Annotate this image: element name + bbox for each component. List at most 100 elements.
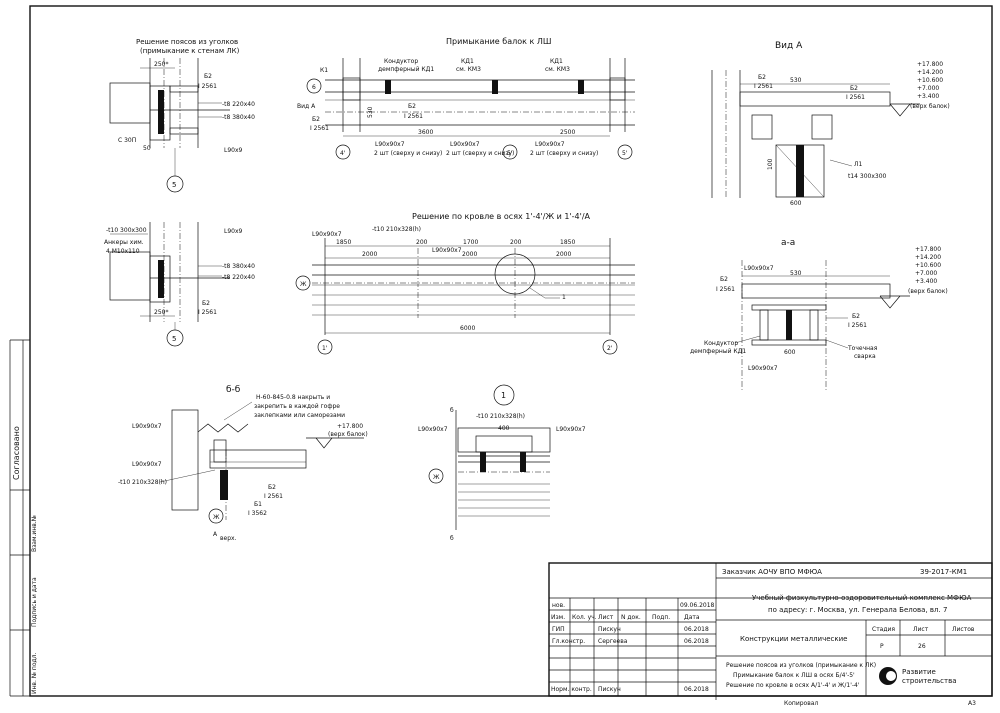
axis-marker-5b xyxy=(166,329,184,347)
beam-top-va: (верх балок) xyxy=(910,103,950,110)
lvl-aa-4: +3.400 xyxy=(915,278,937,285)
t10-300-b: -t10 300x300 xyxy=(106,227,147,234)
beam-top-bb: (верх балок) xyxy=(328,431,368,438)
dim-2500: 2500 xyxy=(560,129,575,136)
col-date: Дата xyxy=(684,614,700,621)
detail-roof: Решение по кровле в осях 1'-4'/Ж и 1'-4'… xyxy=(295,212,635,355)
t14-label: t14 300x300 xyxy=(848,173,887,180)
b2-view-a2: Б2 xyxy=(850,85,858,92)
b-mark-bot: б xyxy=(450,535,454,542)
l90-roof-b: L90x90x7 xyxy=(432,247,462,254)
section-name: Конструкции металлические xyxy=(740,635,848,643)
b2-aa2: Б2 xyxy=(852,313,860,320)
axis-a-bb: А xyxy=(213,531,218,538)
row-nk-date: 06.2018 xyxy=(684,686,709,693)
vert-bb: верх. xyxy=(220,535,237,542)
doc-code-text: 39-2017-КМ1 xyxy=(920,568,967,576)
row-gip-role: ГИП xyxy=(552,626,565,633)
dim-50-a: 50 xyxy=(143,145,151,152)
i2561-aa: Ι 2561 xyxy=(716,286,735,293)
spot-weld-2: сварка xyxy=(854,353,876,360)
conductor-1a: Кондуктор xyxy=(384,58,418,65)
dim-1700: 1700 xyxy=(463,239,478,246)
col-izm: Изм. xyxy=(551,614,565,621)
anchors-1: Анкеры хим. xyxy=(104,239,144,246)
l90-bb-a: L90x90x7 xyxy=(132,423,162,430)
b2-label-b: Б2 xyxy=(202,300,210,307)
lvl-aa-0: +17.800 xyxy=(915,246,941,253)
i2561-aa2: Ι 2561 xyxy=(848,322,867,329)
title-block: Заказчик АОЧУ ВПО МФЮА 39-2017-КМ1 Учебн… xyxy=(548,562,993,707)
lvl-va-4: +3.400 xyxy=(917,93,939,100)
sheet-frame xyxy=(29,5,993,697)
b2-bb: Б2 xyxy=(268,484,276,491)
kd1-ref-a: см. КМ3 xyxy=(456,66,481,73)
axis-5pp-label: 5' xyxy=(622,150,628,157)
axis-marker-zh-bb xyxy=(208,508,224,524)
dim-1850-a: 1850 xyxy=(336,239,351,246)
axis-zh-bb-label: Ж xyxy=(213,514,220,521)
axis-zh-label: Ж xyxy=(300,281,307,288)
axis-4p-label: 4' xyxy=(340,150,346,157)
row-nk-name: Пискун xyxy=(598,686,621,693)
spot-weld-1: Точечная xyxy=(847,345,878,352)
view-a-short: Вид А xyxy=(297,103,316,110)
dim-6000: 6000 xyxy=(460,325,475,332)
lvl-aa-2: +10.600 xyxy=(915,262,941,269)
view-a-title: Вид А xyxy=(775,41,803,51)
l90-aa-bot: L90x90x7 xyxy=(748,365,778,372)
axis-6-label: 6 xyxy=(312,84,316,91)
axis-5a-label: 5 xyxy=(172,181,176,189)
deck-note-1: Н-60-845-0.8 накрыть и xyxy=(256,394,330,401)
axis-marker-5p xyxy=(502,144,518,160)
b2-label-c: Б2 xyxy=(408,103,416,110)
dim-600-aa: 600 xyxy=(784,349,796,356)
conductor-2b: демпферный КД1 xyxy=(690,348,746,355)
col-ndok: N док. xyxy=(621,614,641,621)
axis-5b-label: 5 xyxy=(172,335,176,343)
kd1-label-b: КД1 xyxy=(550,58,563,65)
dim-2000-a: 2000 xyxy=(362,251,377,258)
stage-header: Стадия xyxy=(872,626,895,633)
row-gk-role: Гл.констр. xyxy=(552,638,585,645)
detail-section-aa: а-а 530 L90x90x7 Б2 Ι 2561 Б2 Ι 2561 Кон… xyxy=(690,238,948,390)
k1-label: К1 xyxy=(320,67,328,74)
two-pcs-c: 2 шт (сверху и снизу) xyxy=(530,150,598,157)
axis-marker-1p xyxy=(317,339,333,355)
l90-c: L90x90x7 xyxy=(535,141,565,148)
conductor-2a: демпферный КД1 xyxy=(378,66,434,73)
customer-text: Заказчик АОЧУ ВПО МФЮА xyxy=(722,568,822,576)
stage-value: Р xyxy=(880,643,884,650)
axis-marker-zh xyxy=(295,275,311,291)
anchors-2: 4 М10x110 xyxy=(106,248,140,255)
axis-zh-node-label: Ж xyxy=(433,474,440,481)
project-line-2: по адресу: г. Москва, ул. Генерала Белов… xyxy=(768,606,947,614)
dim-2000-b: 2000 xyxy=(462,251,477,258)
plate380-a: -t8 380x40 xyxy=(222,114,255,121)
i2561-label-b: Ι 2561 xyxy=(198,309,217,316)
b-mark-top: б xyxy=(450,407,454,414)
plate220-a: -t8 220x40 xyxy=(222,101,255,108)
company-logo: Развитие строительства xyxy=(879,667,957,685)
plate380-b: -t8 380x40 xyxy=(222,263,255,270)
dim-250-a: 250* xyxy=(154,61,168,68)
inv-orig-label: Инв. № подл. xyxy=(31,653,38,694)
side-stamp: Согласовано Взам.инв.№ Подпись и дата Ин… xyxy=(9,339,38,697)
col-podp: Подп. xyxy=(652,614,670,621)
l90-aa-top: L90x90x7 xyxy=(744,265,774,272)
i2561-view-a: Ι 2561 xyxy=(754,83,773,90)
dim-250-b: 250* xyxy=(154,309,168,316)
two-pcs-b: 2 шт (сверху и снизу) xyxy=(446,150,514,157)
agreed-label: Согласовано xyxy=(12,426,21,480)
node-1-label: 1 xyxy=(501,391,506,400)
l90-bb-b: L90x90x7 xyxy=(132,461,162,468)
kd1-label-a: КД1 xyxy=(461,58,474,65)
b2-label-a: Б2 xyxy=(204,73,212,80)
dim-200-b: 200 xyxy=(510,239,522,246)
dim-200-a: 200 xyxy=(416,239,428,246)
i3562-bb: Ι 3562 xyxy=(248,510,267,517)
l1-label: Л1 xyxy=(854,161,863,168)
l90x9-label-a: L90x9 xyxy=(224,147,243,154)
two-pcs-a: 2 шт (сверху и снизу) xyxy=(374,150,442,157)
